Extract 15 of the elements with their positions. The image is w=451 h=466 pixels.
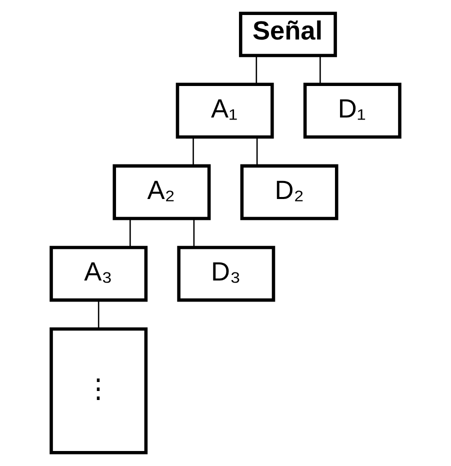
node-box: A₁: [176, 82, 274, 139]
node-box: A₃: [50, 246, 148, 302]
node-box: A₂: [112, 164, 211, 220]
connector: [193, 218, 195, 248]
node-box: ⋮: [50, 327, 148, 454]
connector: [98, 300, 100, 329]
node-box: D₂: [240, 164, 338, 220]
node-box: Señal: [238, 12, 337, 58]
connector: [130, 218, 131, 248]
node-box: D₃: [177, 246, 276, 302]
connector: [320, 56, 321, 84]
connector: [256, 137, 258, 166]
connector: [256, 56, 258, 84]
node-box: D₁: [303, 82, 402, 139]
connector: [192, 137, 194, 166]
